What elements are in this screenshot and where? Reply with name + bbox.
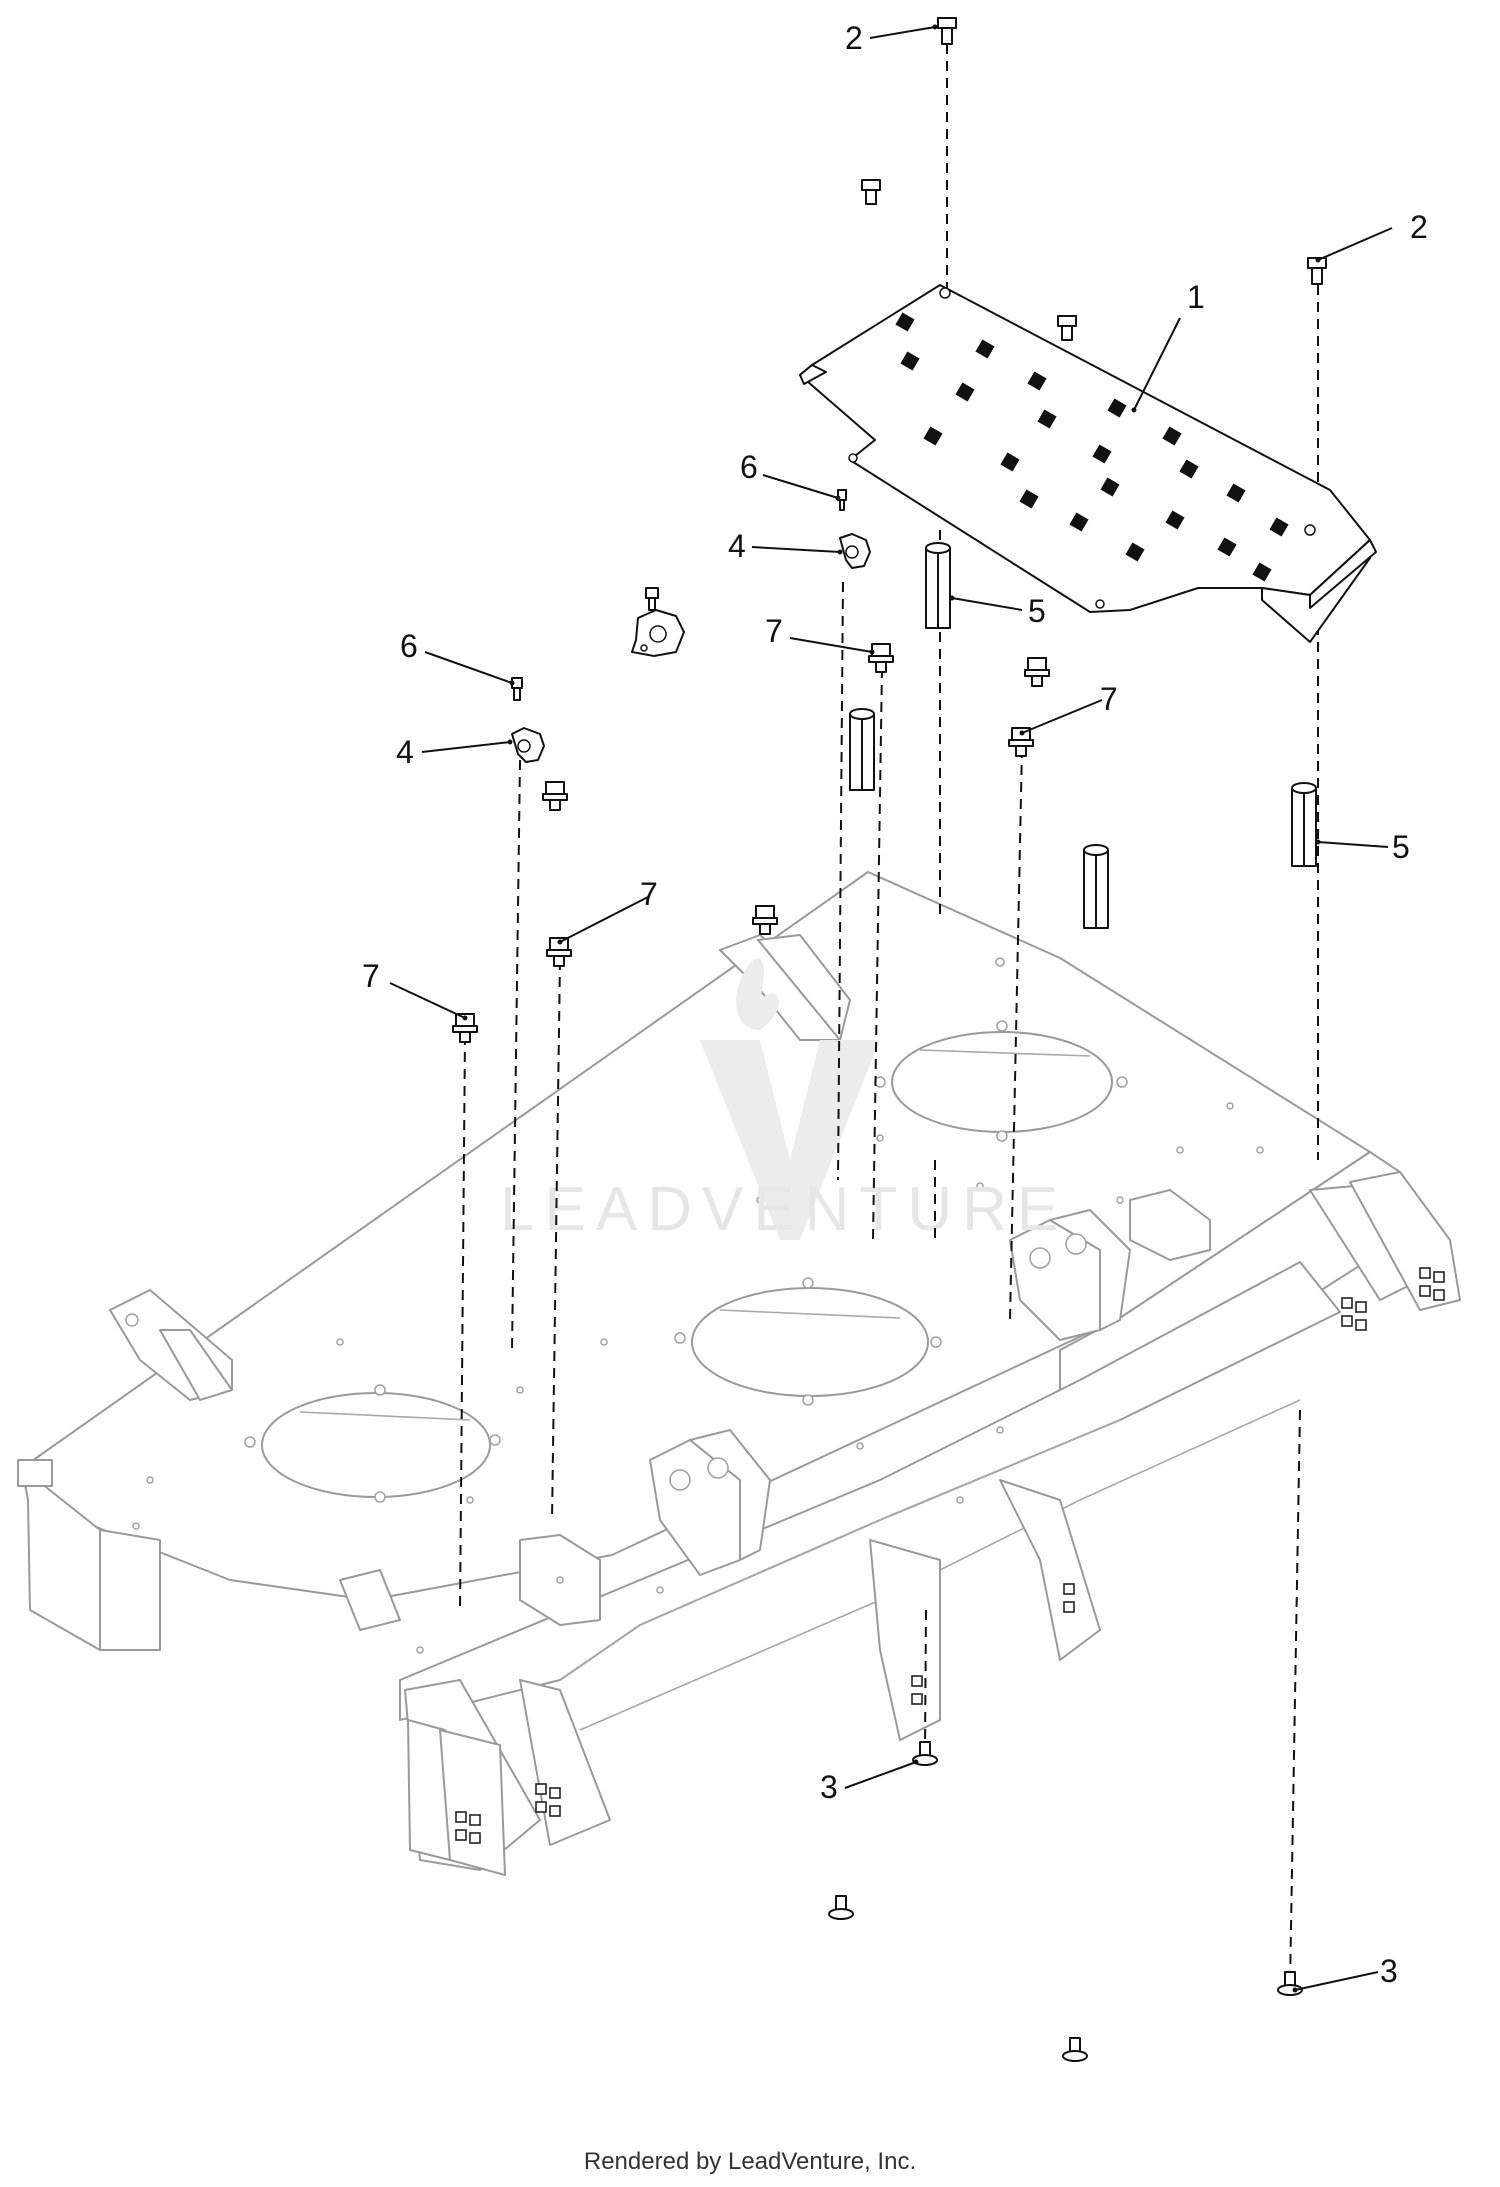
callout-leader-7 <box>389 982 466 1019</box>
watermark-text: LEADVENTURE <box>500 1175 1068 1244</box>
callout-leader-2 <box>1317 227 1393 261</box>
callout-leader-2 <box>869 26 936 39</box>
callout-leader-6 <box>424 651 513 684</box>
part-3-carriage-bolt <box>1277 1971 1303 1996</box>
callout-leader-4 <box>421 741 511 753</box>
part-7-flange-bolt <box>452 1013 478 1043</box>
part-4-clamp <box>511 727 545 763</box>
callout-leader-tip <box>1131 407 1137 413</box>
callout-leader-5 <box>951 597 1023 611</box>
spare-spacer <box>849 708 1109 929</box>
callout-leader-3 <box>844 1761 917 1789</box>
callout-number-7: 7 <box>1100 681 1118 717</box>
callout-leader-tip <box>507 739 513 745</box>
part-2-bolt <box>1307 257 1327 285</box>
callout-number-4: 4 <box>396 734 414 770</box>
spare-bolt <box>861 179 1077 341</box>
leadventure-watermark: LEADVENTURE <box>500 958 1068 1244</box>
callout-leader-1 <box>1133 317 1181 411</box>
foot-plate-treads <box>895 312 1289 582</box>
part-5-spacer <box>925 542 951 629</box>
part-7-flange-bolt <box>868 643 894 673</box>
callout-leader-3 <box>1294 1971 1379 1991</box>
callout-leader-7 <box>1021 699 1103 734</box>
callout-number-6: 6 <box>400 628 418 664</box>
callout-leader-tip <box>949 595 955 601</box>
callout-number-7: 7 <box>362 958 380 994</box>
callout-labels: 2 2 1 6 4 5 7 6 7 4 5 7 7 3 3 <box>362 20 1428 1993</box>
callout-leader-7 <box>789 637 873 653</box>
callout-number-4: 4 <box>728 528 746 564</box>
callout-number-3: 3 <box>820 1769 838 1805</box>
callout-leader-tip <box>1315 257 1321 263</box>
callout-number-5: 5 <box>1028 593 1046 629</box>
callout-leader-4 <box>751 546 841 553</box>
part-7-flange-bolt <box>546 937 572 967</box>
callout-leader-6 <box>762 474 839 499</box>
callout-leader-tip <box>557 939 563 945</box>
part-4-clamp <box>839 533 871 569</box>
callout-number-7: 7 <box>765 613 783 649</box>
callout-leader-tip <box>837 549 843 555</box>
footer-credit: Rendered by LeadVenture, Inc. <box>583 2148 917 2175</box>
part-1-foot-plate <box>799 284 1377 643</box>
callout-leader-tip <box>509 680 515 686</box>
callout-leader-tip <box>932 24 938 30</box>
callout-leader-5 <box>1317 841 1389 848</box>
callout-leader-tip <box>1315 839 1321 845</box>
spare-flange-bolt <box>542 657 1050 935</box>
callout-leader-tip <box>1292 1987 1298 1993</box>
mower-deck <box>17 871 1461 1876</box>
callout-number-2: 2 <box>845 20 863 56</box>
callout-leader-tip <box>1019 730 1025 736</box>
part-3-carriage-bolt <box>912 1741 938 1766</box>
callout-leader-tip <box>835 495 841 501</box>
callout-leader-tip <box>462 1015 468 1021</box>
callout-leader-tip <box>913 1759 919 1765</box>
assembly-centerlines <box>459 44 1319 1986</box>
callout-leader-tip <box>869 649 875 655</box>
callout-number-3: 3 <box>1380 1953 1398 1989</box>
callout-leader-7 <box>559 896 649 943</box>
callout-number-5: 5 <box>1392 829 1410 865</box>
callout-number-2: 2 <box>1410 209 1428 245</box>
callout-number-1: 1 <box>1187 279 1205 315</box>
part-6-screw <box>837 489 847 511</box>
part-5-spacer <box>1291 782 1317 867</box>
spare-carriage-bolt <box>828 1895 1088 2062</box>
part-2-bolt <box>937 17 957 45</box>
callout-number-7: 7 <box>640 876 658 912</box>
spare-clamp <box>631 587 685 657</box>
callout-number-6: 6 <box>740 449 758 485</box>
